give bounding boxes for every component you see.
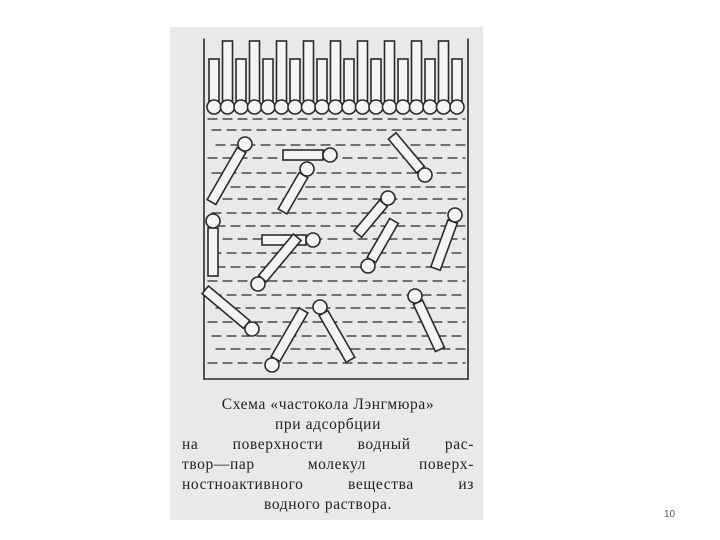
- surfactant-tail: [410, 40, 423, 102]
- molecule-head: [237, 136, 253, 152]
- surfactant-molecule: [250, 232, 303, 292]
- surfactant-molecule: [312, 299, 356, 364]
- surfactant-molecule: [261, 232, 321, 248]
- surfactant-molecule: [360, 217, 400, 274]
- surfactant-head: [395, 99, 411, 115]
- surfactant-tail: [343, 58, 355, 102]
- molecule-tail: [277, 171, 309, 216]
- surfactant-tail: [235, 58, 247, 102]
- dissolved-molecules: [200, 131, 463, 373]
- surfactant-molecule: [200, 284, 260, 337]
- surfactant-head: [314, 99, 330, 115]
- figure-caption: Схема «частокола Лэнгмюра» при адсорбции…: [182, 395, 474, 515]
- surfactant-head: [327, 99, 344, 115]
- surfactant-head: [260, 99, 276, 115]
- surfactant-molecule: [352, 190, 396, 239]
- surfactant-molecule: [264, 306, 309, 373]
- caption-line: ностноактивного вещества из: [182, 476, 474, 493]
- surfactant-molecule: [282, 147, 338, 163]
- molecule-head: [407, 288, 423, 304]
- surfactant-molecule: [429, 207, 463, 272]
- caption-line: твор—пар молекул поверх-: [182, 456, 474, 473]
- surfactant-head: [206, 99, 222, 115]
- molecule-tail: [429, 218, 459, 272]
- molecule-head: [205, 213, 221, 229]
- molecule-head: [244, 321, 260, 337]
- surfactant-molecule: [206, 136, 253, 206]
- molecule-head: [380, 190, 396, 206]
- molecule-tail: [387, 131, 426, 174]
- caption-line: при адсорбции: [275, 416, 381, 433]
- molecule-head: [447, 207, 463, 223]
- surfactant-molecule: [205, 213, 221, 277]
- surfactant-tail: [248, 40, 261, 102]
- surface-monolayer: [206, 40, 465, 115]
- scanned-figure: Схема «частокола Лэнгмюра» при адсорбции…: [170, 27, 483, 520]
- surfactant-head: [408, 99, 425, 115]
- surfactant-tail: [424, 58, 436, 102]
- surfactant-head: [233, 99, 249, 115]
- surfactant-tail: [316, 58, 328, 102]
- surfactant-tail: [329, 40, 342, 102]
- surfactant-head: [381, 99, 398, 115]
- molecule-head: [312, 299, 328, 315]
- molecule-head: [322, 147, 338, 163]
- caption-line: Схема «частокола Лэнгмюра»: [221, 396, 435, 413]
- surfactant-tail: [437, 40, 450, 102]
- surfactant-tail: [221, 40, 234, 102]
- molecule-tail: [207, 227, 219, 277]
- surfactant-tail: [356, 40, 369, 102]
- surfactant-head: [435, 99, 452, 115]
- molecule-tail: [270, 306, 309, 363]
- molecule-head: [305, 232, 321, 248]
- surfactant-head: [368, 99, 384, 115]
- surfactant-tail: [397, 58, 409, 102]
- surfactant-tail: [262, 58, 274, 102]
- surfactant-head: [219, 99, 236, 115]
- surfactant-head: [300, 99, 317, 115]
- molecule-head: [360, 258, 376, 274]
- surfactant-head: [273, 99, 290, 115]
- surfactant-head: [354, 99, 371, 115]
- molecule-head: [264, 357, 280, 373]
- molecule-tail: [282, 149, 324, 161]
- molecule-tail: [206, 146, 247, 206]
- surfactant-head: [246, 99, 263, 115]
- surfactant-tail: [370, 58, 382, 102]
- surfactant-head: [287, 99, 303, 115]
- surfactant-molecule: [277, 161, 315, 216]
- molecule-head: [299, 161, 315, 177]
- molecule-head: [250, 276, 266, 292]
- page-number: 10: [664, 509, 676, 520]
- molecule-head: [417, 167, 433, 183]
- surfactant-head: [449, 99, 465, 115]
- surfactant-tail: [289, 58, 301, 102]
- surfactant-molecule: [387, 131, 433, 183]
- caption-line: на поверхности водный рас-: [182, 436, 474, 453]
- surfactant-tail: [383, 40, 396, 102]
- surfactant-tail: [302, 40, 315, 102]
- surfactant-head: [341, 99, 357, 115]
- surfactant-tail: [451, 58, 463, 102]
- surfactant-molecule: [407, 288, 446, 353]
- langmuir-palisade-diagram: [200, 38, 469, 380]
- caption-line: водного раствора.: [264, 496, 392, 513]
- surfactant-tail: [208, 58, 220, 102]
- surfactant-head: [422, 99, 438, 115]
- surfactant-tail: [275, 40, 288, 102]
